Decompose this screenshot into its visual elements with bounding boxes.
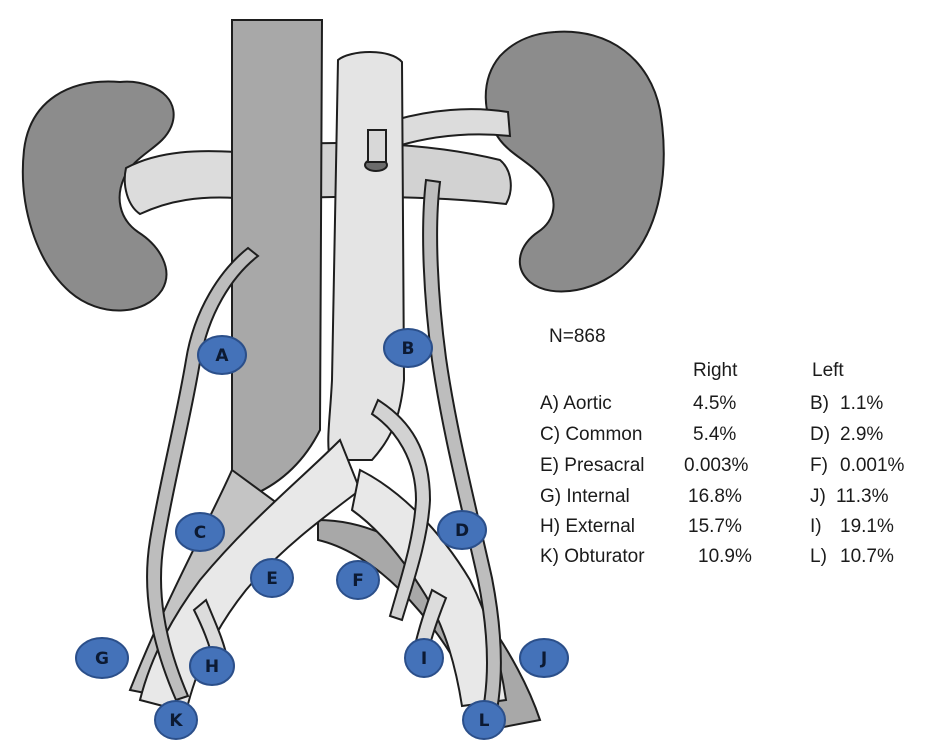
svg-text:G: G	[95, 649, 109, 669]
row-5-right-label: K) Obturator	[540, 546, 645, 568]
row-4-right-value: 15.7%	[688, 516, 742, 538]
row-2-left-label: F)	[810, 455, 828, 477]
row-3-right-value: 16.8%	[688, 486, 742, 508]
svg-text:H: H	[205, 657, 219, 677]
row-3-left-label: J)	[810, 486, 826, 508]
marker-J: J	[520, 639, 568, 677]
svg-text:C: C	[194, 523, 206, 543]
marker-B: B	[384, 329, 432, 367]
svg-text:L: L	[479, 711, 490, 731]
row-2-right-value: 0.003%	[684, 455, 748, 477]
svg-text:A: A	[215, 346, 229, 366]
row-1-right-label: C) Common	[540, 424, 642, 446]
marker-H: H	[190, 647, 234, 685]
row-1-left-label: D)	[810, 424, 830, 446]
svg-text:F: F	[352, 571, 364, 591]
marker-K: K	[155, 701, 197, 739]
marker-I: I	[405, 639, 443, 677]
marker-C: C	[176, 513, 224, 551]
row-0-left-value: 1.1%	[840, 393, 883, 415]
row-0-right-value: 4.5%	[693, 393, 736, 415]
svg-text:D: D	[455, 521, 469, 541]
row-3-right-label: G) Internal	[540, 486, 630, 508]
row-5-right-value: 10.9%	[698, 546, 752, 568]
marker-D: D	[438, 511, 486, 549]
row-4-left-value: 19.1%	[840, 516, 894, 538]
marker-L: L	[463, 701, 505, 739]
right-renal-vein	[125, 151, 236, 214]
aorta	[328, 52, 404, 460]
left-header: Left	[812, 360, 844, 382]
row-1-left-value: 2.9%	[840, 424, 883, 446]
svg-text:B: B	[402, 339, 415, 359]
marker-E: E	[251, 559, 293, 597]
svg-text:E: E	[266, 569, 278, 589]
svg-text:J: J	[540, 649, 547, 669]
sample-size: N=868	[549, 326, 606, 348]
row-0-left-label: B)	[810, 393, 829, 415]
celiac-stub	[368, 130, 386, 162]
right-header: Right	[693, 360, 737, 382]
marker-G: G	[76, 638, 128, 678]
left-renal-artery	[395, 109, 510, 146]
row-1-right-value: 5.4%	[693, 424, 736, 446]
row-2-left-value: 0.001%	[840, 455, 904, 477]
row-2-right-label: E) Presacral	[540, 455, 645, 477]
row-3-left-value: 11.3%	[836, 486, 888, 508]
marker-A: A	[198, 336, 246, 374]
row-5-left-value: 10.7%	[840, 546, 894, 568]
marker-F: F	[337, 561, 379, 599]
row-0-right-label: A) Aortic	[540, 393, 612, 415]
row-4-left-label: I)	[810, 516, 822, 538]
row-4-right-label: H) External	[540, 516, 635, 538]
row-5-left-label: L)	[810, 546, 827, 568]
svg-text:K: K	[169, 711, 183, 731]
svg-text:I: I	[421, 649, 427, 669]
left-kidney	[486, 32, 664, 292]
